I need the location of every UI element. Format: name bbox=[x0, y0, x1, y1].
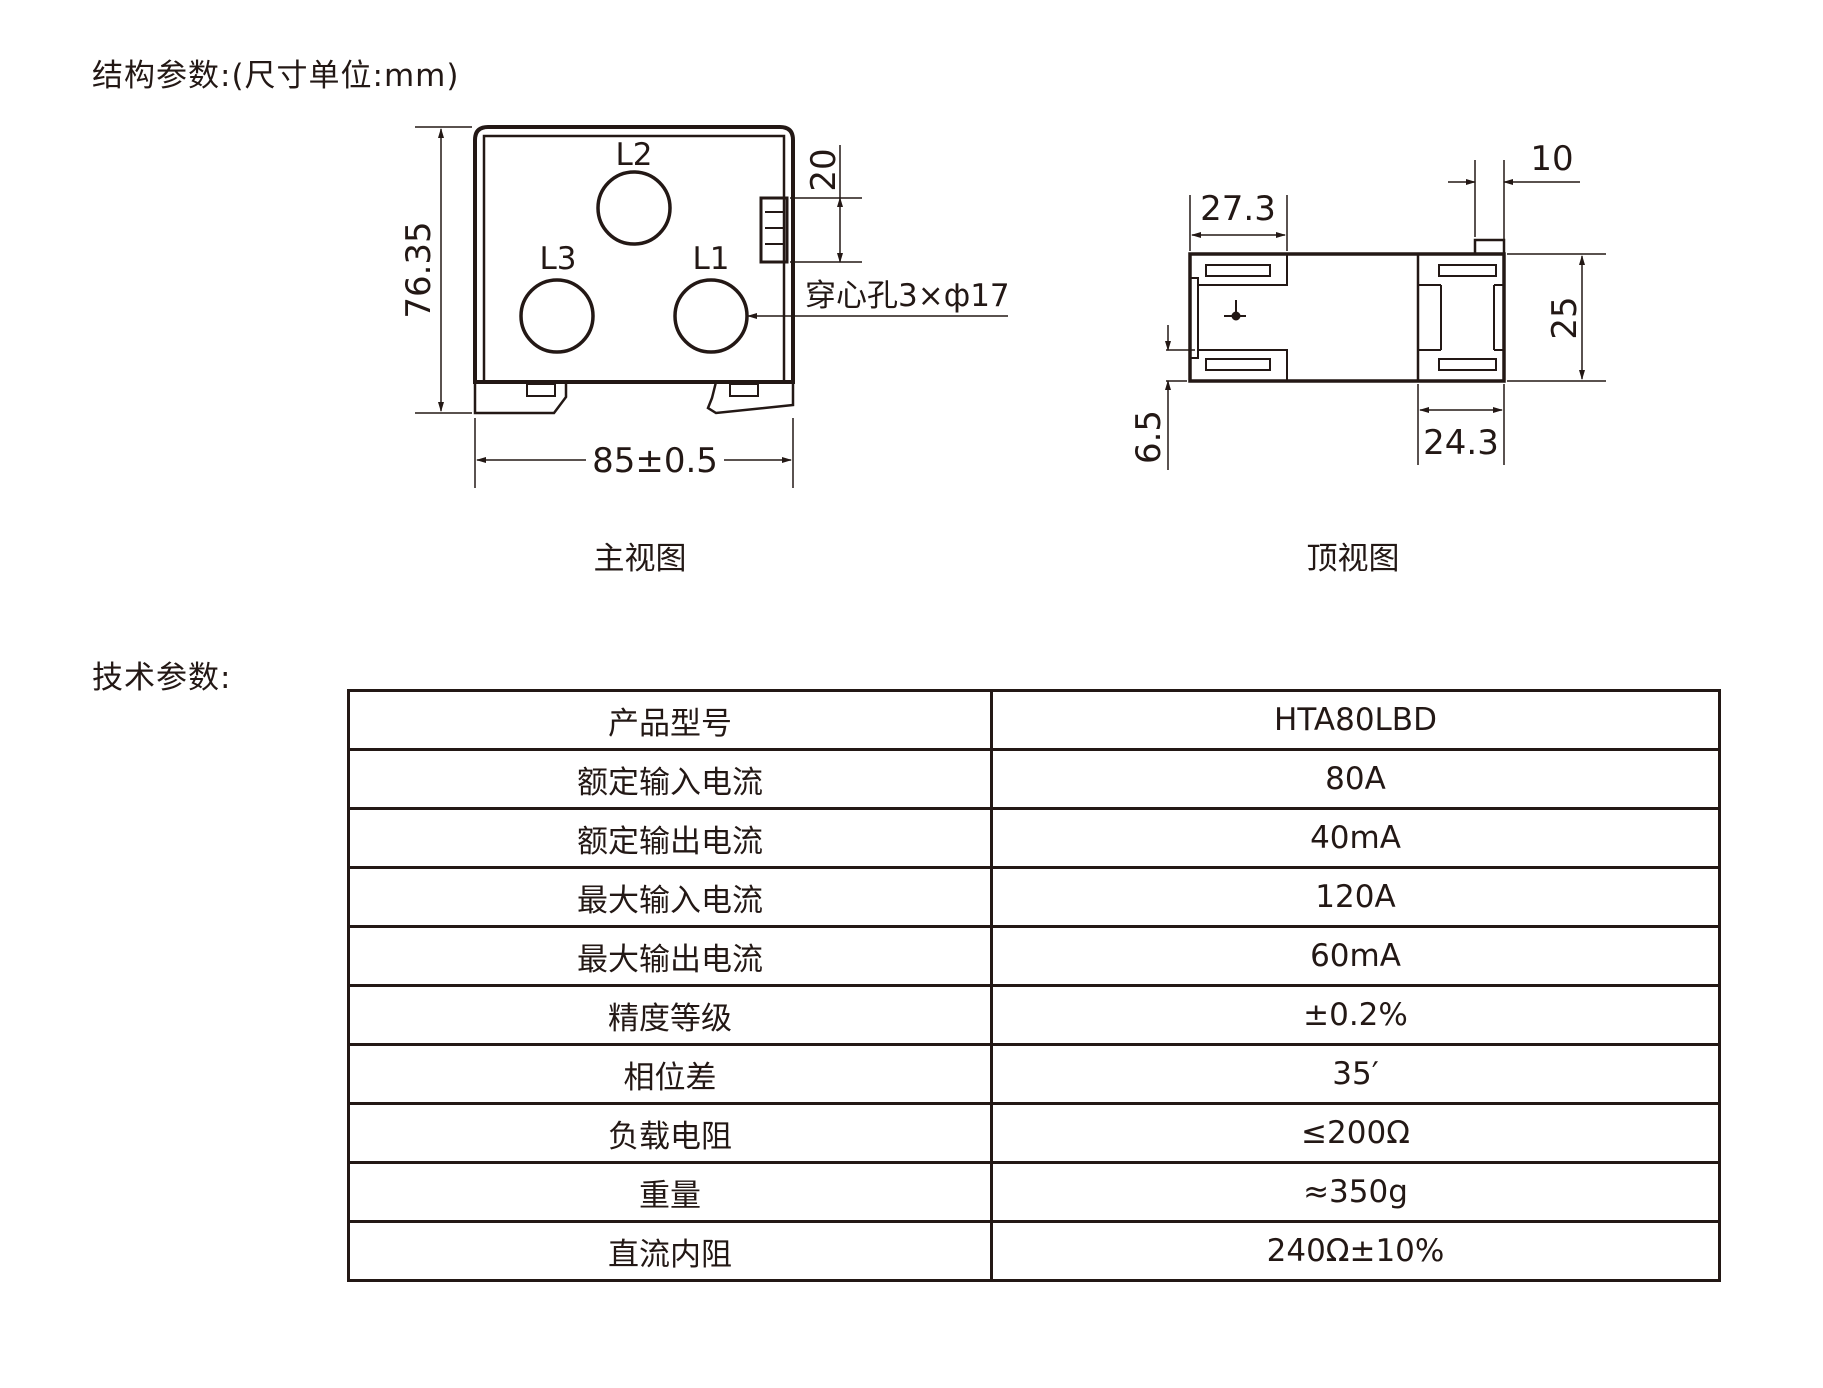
dim-terminal-label: 20 bbox=[804, 148, 844, 191]
table-row: 精度等级 ±0.2% bbox=[347, 984, 1721, 1046]
spec-key: 直流内阻 bbox=[347, 1220, 993, 1282]
spec-value: 240Ω±10% bbox=[990, 1220, 1721, 1282]
dim-top-bottom-label: 24.3 bbox=[1423, 423, 1499, 463]
top-view-caption: 顶视图 bbox=[1307, 541, 1400, 577]
table-row: 最大输入电流 120A bbox=[347, 866, 1721, 928]
spec-value: 35′ bbox=[990, 1043, 1721, 1105]
spec-key: 精度等级 bbox=[347, 984, 993, 1046]
spec-value: 80A bbox=[990, 748, 1721, 810]
spec-key: 最大输入电流 bbox=[347, 866, 993, 928]
spec-value: ≈350g bbox=[990, 1161, 1721, 1223]
dim-top-height-label: 25 bbox=[1545, 296, 1585, 339]
dim-top-left-label: 27.3 bbox=[1200, 189, 1276, 229]
dim-top-right-label: 10 bbox=[1530, 139, 1573, 179]
spec-table: 产品型号 HTA80LBD 额定输入电流 80A 额定输出电流 40mA 最大输… bbox=[347, 689, 1721, 1282]
spec-value: ≤200Ω bbox=[990, 1102, 1721, 1164]
front-view-caption: 主视图 bbox=[594, 541, 687, 577]
top-view-drawing bbox=[1165, 160, 1606, 470]
spec-key: 相位差 bbox=[347, 1043, 993, 1105]
table-row: 额定输入电流 80A bbox=[347, 748, 1721, 810]
front-view-drawing bbox=[415, 125, 1008, 488]
front-view-din-foot bbox=[473, 382, 568, 415]
spec-key: 重量 bbox=[347, 1161, 993, 1223]
spec-key: 额定输入电流 bbox=[347, 748, 993, 810]
table-row: 直流内阻 240Ω±10% bbox=[347, 1220, 1721, 1282]
spec-value: 40mA bbox=[990, 807, 1721, 869]
top-view-body bbox=[1188, 252, 1506, 383]
dimension-drawings: L2 L3 L1 76.35 85±0.5 20 穿心孔3×ф17 主视图 bbox=[399, 125, 1606, 577]
hole-note-label: 穿心孔3×ф17 bbox=[805, 278, 1010, 314]
spec-key: 额定输出电流 bbox=[347, 807, 993, 869]
front-view-foot-slot-left bbox=[526, 383, 556, 397]
dim-width-label: 85±0.5 bbox=[592, 441, 718, 481]
spec-value: 60mA bbox=[990, 925, 1721, 987]
spec-key: 负载电阻 bbox=[347, 1102, 993, 1164]
hole-l1-label: L1 bbox=[693, 241, 730, 277]
dim-top-clip-label: 6.5 bbox=[1129, 410, 1169, 464]
spec-value: 120A bbox=[990, 866, 1721, 928]
table-row: 产品型号 HTA80LBD bbox=[347, 689, 1721, 751]
spec-value: HTA80LBD bbox=[990, 689, 1721, 751]
spec-value: ±0.2% bbox=[990, 984, 1721, 1046]
table-row: 相位差 35′ bbox=[347, 1043, 1721, 1105]
hole-l2-label: L2 bbox=[616, 137, 653, 173]
dim-height-label: 76.35 bbox=[399, 221, 439, 318]
front-view-terminal-block bbox=[759, 196, 789, 264]
table-row: 最大输出电流 60mA bbox=[347, 925, 1721, 987]
front-view-foot-slot-right bbox=[729, 383, 759, 397]
hole-l2 bbox=[596, 170, 672, 246]
top-view-tab bbox=[1473, 238, 1506, 256]
tech-params-title: 技术参数: bbox=[92, 660, 232, 696]
front-view-outer-body bbox=[473, 125, 795, 384]
front-view-inner-frame bbox=[482, 134, 786, 384]
table-row: 额定输出电流 40mA bbox=[347, 807, 1721, 869]
table-row: 重量 ≈350g bbox=[347, 1161, 1721, 1223]
table-row: 负载电阻 ≤200Ω bbox=[347, 1102, 1721, 1164]
spec-key: 最大输出电流 bbox=[347, 925, 993, 987]
hole-l1 bbox=[673, 278, 749, 354]
structure-params-title: 结构参数:(尺寸单位:mm) bbox=[92, 58, 460, 94]
spec-key: 产品型号 bbox=[347, 689, 993, 751]
hole-l3 bbox=[519, 278, 595, 354]
hole-l3-label: L3 bbox=[540, 241, 577, 277]
front-view-din-clip bbox=[706, 381, 795, 415]
